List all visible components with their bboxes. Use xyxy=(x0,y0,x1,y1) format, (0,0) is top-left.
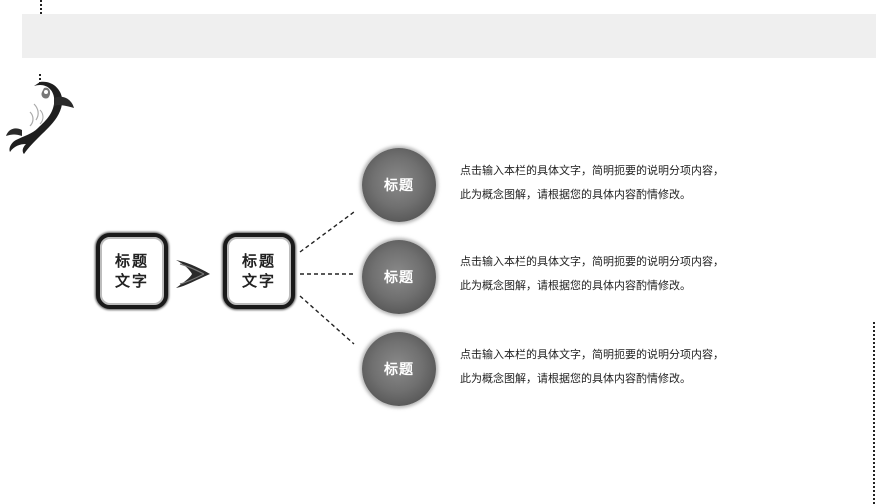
connector-line-top xyxy=(299,211,355,253)
branch-circle-label: 标题 xyxy=(384,270,414,286)
description-line: 点击输入本栏的具体文字，简明扼要的说明分项内容， xyxy=(460,348,724,361)
hub-box-text: 标题 文字 xyxy=(241,251,277,291)
description-line: 此为概念图解，请根据您的具体内容酌情修改。 xyxy=(460,372,691,385)
source-box-text: 标题 文字 xyxy=(114,251,150,291)
header-bar xyxy=(22,14,876,58)
branch-description-3: 点击输入本栏的具体文字，简明扼要的说明分项内容， 此为概念图解，请根据您的具体内… xyxy=(460,343,790,391)
hub-box: 标题 文字 xyxy=(223,233,295,309)
description-line: 此为概念图解，请根据您的具体内容酌情修改。 xyxy=(460,279,691,292)
description-line: 此为概念图解，请根据您的具体内容酌情修改。 xyxy=(460,188,691,201)
branch-circle-label: 标题 xyxy=(384,362,414,378)
source-box-line1: 标题 xyxy=(114,252,149,270)
dotted-line-right xyxy=(873,322,875,504)
branch-description-2: 点击输入本栏的具体文字，简明扼要的说明分项内容， 此为概念图解，请根据您的具体内… xyxy=(460,250,790,298)
source-box: 标题 文字 xyxy=(96,233,168,309)
branch-description-1: 点击输入本栏的具体文字，简明扼要的说明分项内容， 此为概念图解，请根据您的具体内… xyxy=(460,159,790,207)
dotted-line-top xyxy=(40,0,42,14)
connector-line-bottom xyxy=(299,295,355,345)
hub-box-line2: 文字 xyxy=(241,272,276,290)
branch-circle-label: 标题 xyxy=(384,178,414,194)
branch-circle-1: 标题 xyxy=(362,148,436,222)
source-box-line2: 文字 xyxy=(114,272,149,290)
description-line: 点击输入本栏的具体文字，简明扼要的说明分项内容， xyxy=(460,255,724,268)
koi-fish-icon xyxy=(6,74,74,154)
branch-circle-2: 标题 xyxy=(362,240,436,314)
hub-box-line1: 标题 xyxy=(241,252,276,270)
description-line: 点击输入本栏的具体文字，简明扼要的说明分项内容， xyxy=(460,164,724,177)
brush-arrow-icon xyxy=(176,260,210,288)
branch-circle-3: 标题 xyxy=(362,332,436,406)
